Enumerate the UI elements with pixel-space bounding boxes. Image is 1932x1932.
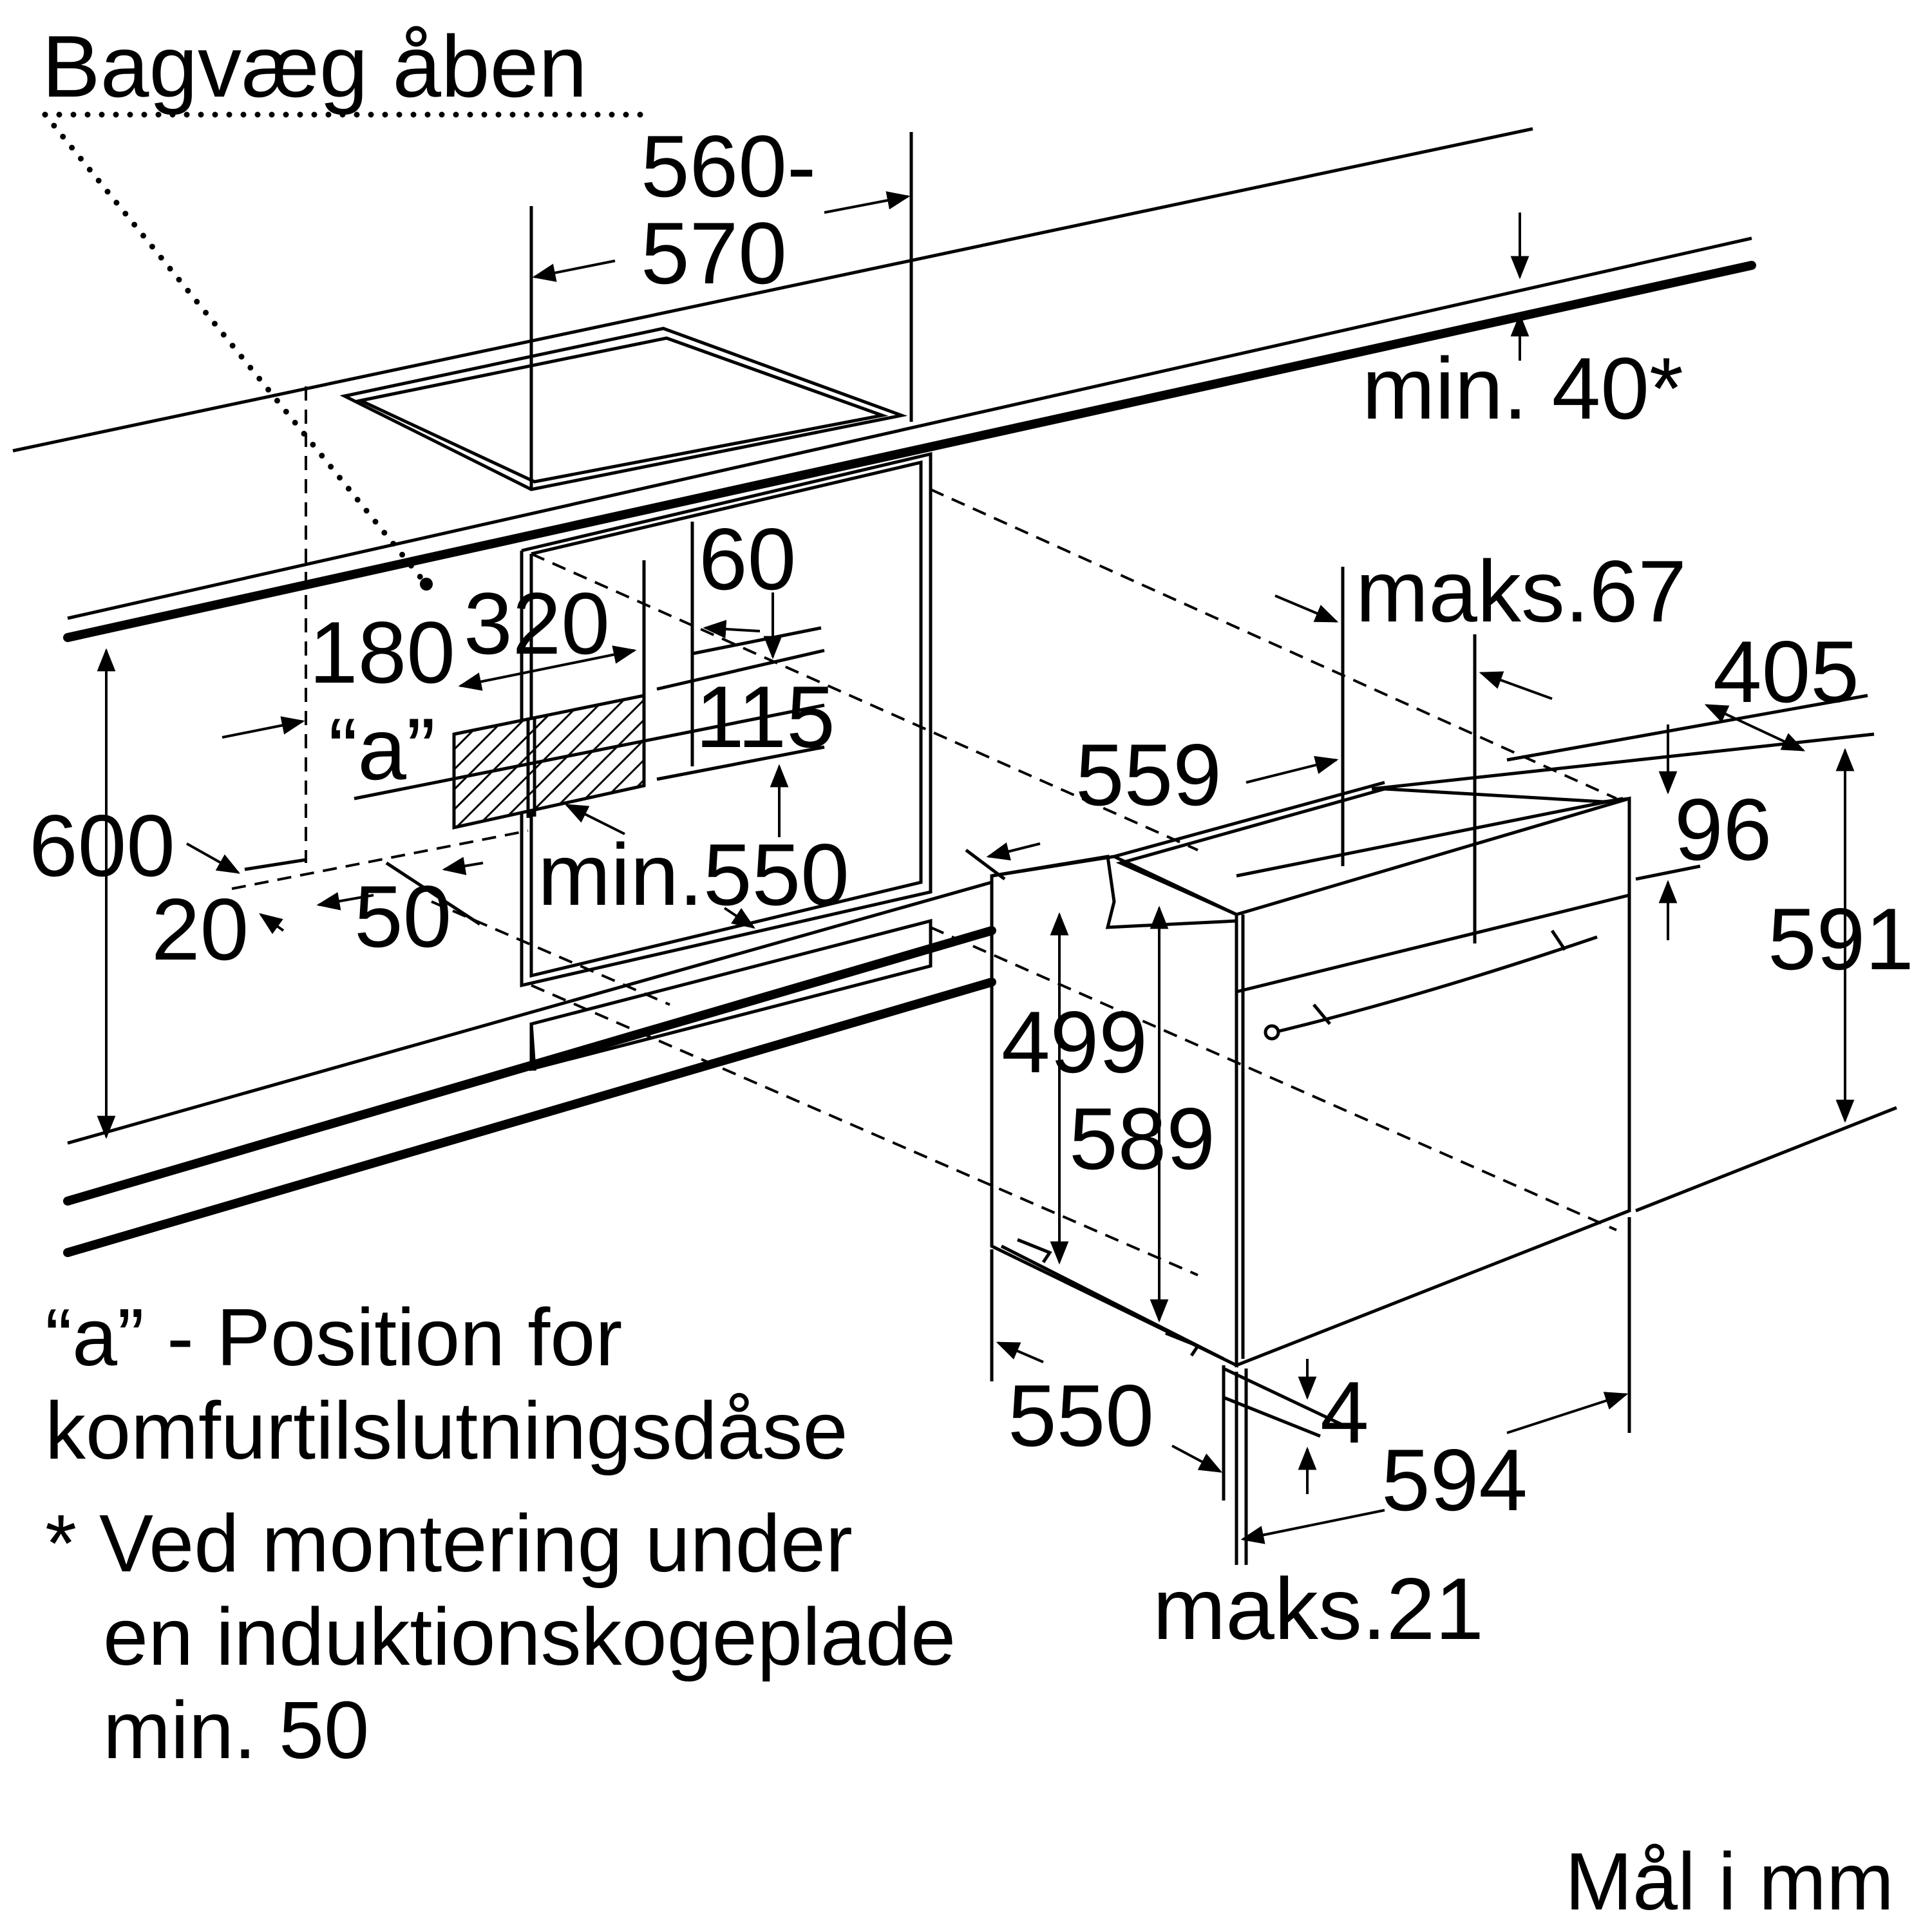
cabinet-floor-lines [63, 880, 1897, 1257]
label-min-550: min.550 [538, 826, 849, 923]
label-180: 180 [309, 603, 455, 701]
footnotes: “a” - Position for komfurtilslutningsdås… [45, 1292, 1894, 1927]
note-a-line1: “a” - Position for [45, 1292, 622, 1383]
dimension-labels: Bagvæg åben 560- 570 min. 40* 60 maks.67… [29, 17, 1914, 1658]
label-320: 320 [464, 574, 610, 672]
label-589: 589 [1069, 1090, 1215, 1188]
label-back-wall-open: Bagvæg åben [42, 17, 587, 115]
label-a-marker: “a” [328, 700, 435, 798]
note-star-line1: * Ved montering under [45, 1498, 853, 1589]
label-594: 594 [1381, 1431, 1528, 1529]
label-min-40: min. 40* [1362, 339, 1683, 437]
label-559: 559 [1075, 726, 1222, 824]
note-star-line2: en induktionskogeplade [103, 1591, 956, 1682]
label-600: 600 [29, 797, 175, 895]
label-560: 560- [641, 117, 816, 215]
label-115: 115 [696, 668, 835, 766]
label-499: 499 [1001, 993, 1148, 1091]
label-550: 550 [1008, 1367, 1154, 1464]
note-a-line2: komfurtilslutningsdåse [45, 1385, 848, 1476]
socket-position-a [452, 693, 646, 830]
dimension-lines [97, 132, 1875, 1565]
label-405: 405 [1713, 623, 1859, 721]
units-label: Mål i mm [1565, 1836, 1894, 1927]
label-max-21: maks.21 [1153, 1560, 1484, 1658]
label-60: 60 [699, 510, 796, 608]
label-4: 4 [1320, 1363, 1369, 1461]
countertop [12, 127, 1756, 642]
label-570: 570 [641, 204, 787, 302]
label-96: 96 [1674, 781, 1772, 878]
back-wall-dotted-leader [42, 111, 654, 591]
label-50: 50 [354, 867, 451, 965]
label-591: 591 [1768, 890, 1914, 988]
label-20: 20 [151, 880, 249, 978]
note-star-line3: min. 50 [103, 1685, 369, 1776]
cabinet-niche [231, 386, 1617, 1276]
label-max-67: maks.67 [1356, 542, 1687, 640]
